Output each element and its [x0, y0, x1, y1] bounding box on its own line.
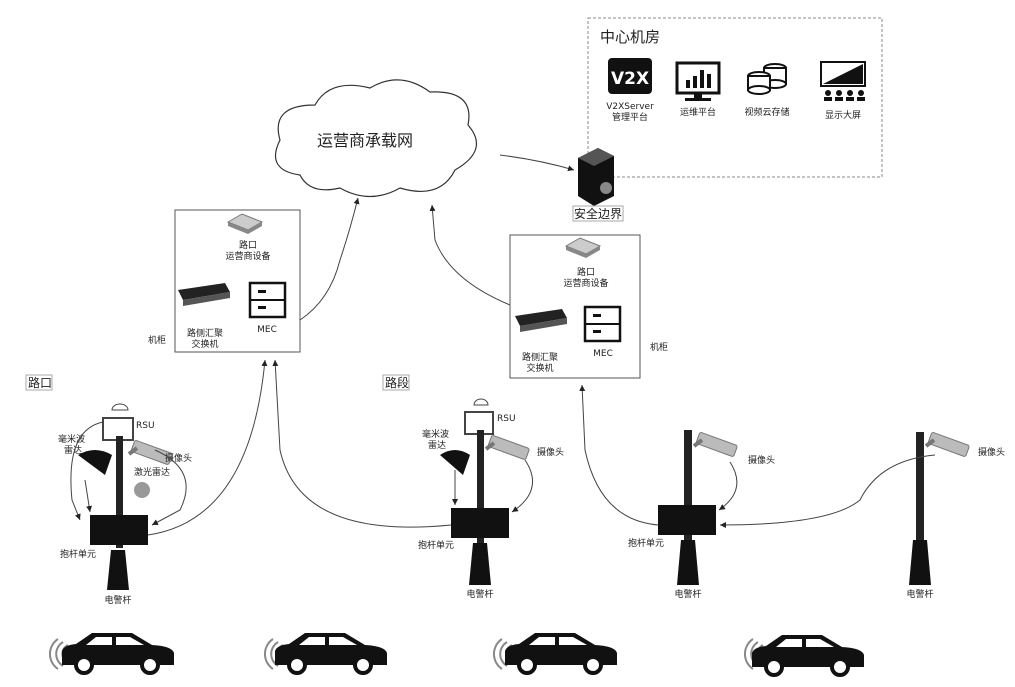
mmwave-label: 毫米波 — [58, 433, 85, 445]
pole-2: RSU 毫米波 雷达 摄像头 抱杆单元 电警杆 — [272, 359, 564, 600]
pole-4: 摄像头 电警杆 — [719, 430, 1005, 600]
pole-label: 电警杆 — [906, 588, 933, 600]
pole-label: 电警杆 — [466, 588, 493, 600]
mmwave-radar-icon — [78, 450, 112, 475]
pole-unit-label: 抱杆单元 — [60, 548, 96, 560]
switch-icon — [515, 309, 567, 332]
mec-server-icon — [248, 281, 287, 319]
central-machine-room: 中心机房 V2X V2XServer 管理平台 运维平台 视频云存储 显示大屏 — [587, 17, 883, 178]
zone-segment-label: 路段 — [385, 375, 409, 390]
camera-icon — [692, 430, 740, 459]
camera-label: 摄像头 — [165, 452, 192, 464]
svg-text:V2X: V2X — [611, 69, 649, 89]
switch-label-2: 交换机 — [191, 338, 218, 350]
operator-device-label: 路口 — [239, 239, 257, 251]
camera-label: 摄像头 — [748, 454, 775, 466]
central-room-title: 中心机房 — [600, 28, 660, 46]
car-icon — [750, 633, 866, 677]
vehicle-3 — [492, 631, 619, 675]
car-icon — [60, 631, 176, 675]
mec-label: MEC — [593, 349, 613, 359]
cabinet-2: 路口 运营商设备 MEC 路侧汇聚 交换机 — [509, 234, 641, 379]
pole-label: 电警杆 — [104, 594, 131, 606]
v2x-server-label: V2XServer — [606, 102, 654, 112]
pole-1: RSU 毫米波 雷达 摄像头 激光雷达 抱杆单元 电警杆 — [58, 359, 268, 606]
pole-3: 摄像头 抱杆单元 电警杆 — [579, 384, 775, 600]
database-icon — [747, 63, 787, 95]
lidar-label: 激光雷达 — [134, 466, 170, 478]
cabinet-1: 路口 运营商设备 MEC 路侧汇聚 交换机 — [174, 209, 301, 353]
switch-label: 路侧汇聚 — [187, 327, 223, 339]
switch-icon — [178, 283, 230, 306]
pole-unit-label: 抱杆单元 — [418, 539, 454, 551]
lidar-icon — [134, 482, 150, 498]
camera-label: 摄像头 — [537, 446, 564, 458]
mmwave-label-2: 雷达 — [64, 444, 82, 456]
v2x-icon: V2X — [608, 58, 652, 94]
zone-intersection-label: 路口 — [28, 375, 52, 390]
operator-device-label-2: 运营商设备 — [225, 250, 270, 262]
display-screen-icon — [820, 61, 866, 101]
operator-device-label-2: 运营商设备 — [563, 277, 608, 289]
display-wall-label: 显示大屏 — [825, 109, 861, 121]
car-icon — [503, 631, 619, 675]
vehicle-1 — [48, 631, 176, 675]
monitor-chart-icon — [675, 61, 721, 101]
camera-icon — [924, 430, 972, 459]
mmwave-label: 毫米波 — [422, 428, 449, 440]
mmwave-radar-icon — [440, 450, 470, 475]
cabinet-label-2: 机柜 — [650, 341, 668, 353]
mec-label: MEC — [257, 325, 277, 335]
rsu-label: RSU — [497, 414, 516, 424]
carrier-network-cloud: 运营商承载网 — [275, 79, 477, 197]
switch-label: 路侧汇聚 — [522, 351, 558, 363]
firewall-icon — [578, 148, 614, 206]
switch-label-2: 交换机 — [526, 362, 553, 374]
camera-label: 摄像头 — [978, 446, 1005, 458]
camera-icon — [484, 433, 532, 462]
cabinet-label-1: 机柜 — [148, 334, 166, 346]
car-icon — [273, 631, 389, 675]
video-storage-label: 视频云存储 — [744, 106, 789, 118]
mec-server-icon — [583, 305, 622, 343]
rsu-label: RSU — [136, 421, 155, 431]
cloud-label: 运营商承载网 — [317, 131, 413, 150]
security-boundary-label: 安全边界 — [574, 206, 622, 221]
vehicle-2 — [263, 631, 389, 675]
pole-unit-label: 抱杆单元 — [628, 537, 664, 549]
operator-device-label: 路口 — [577, 266, 595, 278]
v2x-platform-label: 管理平台 — [612, 111, 648, 123]
mmwave-label-2: 雷达 — [428, 439, 446, 451]
pole-label: 电警杆 — [674, 588, 701, 600]
vehicle-4 — [743, 633, 866, 677]
ops-platform-label: 运维平台 — [680, 106, 716, 118]
